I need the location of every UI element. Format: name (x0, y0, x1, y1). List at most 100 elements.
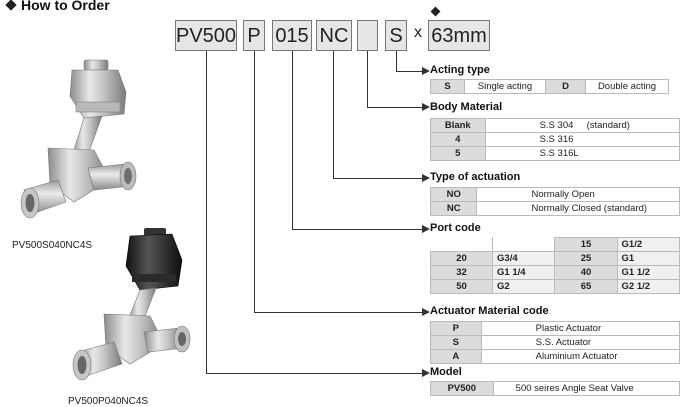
connector-actuator (254, 51, 255, 312)
actuator-material-title: Actuator Material code (430, 305, 549, 317)
table-cell: G1 (616, 251, 680, 266)
table-cell: G2 1/2 (616, 279, 680, 294)
table-row: S S.S. Actuator (430, 335, 680, 350)
times-sign: x (414, 24, 422, 41)
table-cell (429, 237, 494, 252)
table-cell: S (430, 79, 465, 94)
table-row: S Single acting D Double acting (430, 79, 669, 94)
body-material-table: Blank S.S 304 (standard) 4 S.S 316 5 S.S… (430, 118, 680, 161)
table-cell: S.S 316 (484, 132, 680, 147)
table-cell: NC (429, 201, 478, 216)
page-title: How to Order (4, 0, 110, 13)
table-cell: 4 (430, 132, 486, 147)
table-cell: G2 (492, 279, 556, 294)
body-material-title: Body Material (430, 101, 503, 113)
table-cell: PV500 (430, 381, 494, 396)
table-row: 20 G3/4 25 G1 (429, 251, 680, 266)
table-cell: D (545, 79, 586, 94)
code-size-box: 63mm (428, 20, 490, 51)
connector-actuator-h (254, 312, 424, 313)
connector-actuation (333, 51, 334, 178)
table-cell: A (430, 349, 482, 364)
table-cell: 15 (554, 237, 618, 252)
connector-port-h (292, 229, 424, 230)
model-table: PV500 500 seires Angle Seat Valve (430, 381, 680, 396)
caption-top: PV500S040NC4S (12, 240, 93, 251)
table-row: A Aluminium Actuator (430, 349, 680, 364)
valve-plastic-image (72, 228, 191, 381)
arrow-icon (422, 103, 430, 111)
arrow-icon (422, 308, 430, 316)
code-actuator-box: P (243, 20, 265, 51)
table-cell: Blank (430, 118, 486, 133)
arrow-icon (422, 67, 430, 75)
table-row: 5 S.S 316L (430, 146, 680, 161)
table-cell: 32 (429, 265, 494, 280)
code-acting-box: S (385, 20, 407, 51)
table-cell: S.S 304 (standard) (484, 118, 680, 133)
connector-body (367, 51, 368, 107)
port-code-table: 15 G1/2 20 G3/4 25 G1 32 G1 1/4 40 G1 1/… (429, 237, 680, 294)
arrow-icon (422, 225, 430, 233)
connector-model (206, 51, 207, 373)
table-cell: 500 seires Angle Seat Valve (492, 381, 680, 396)
table-cell: G3/4 (492, 251, 556, 266)
code-body-box (357, 20, 378, 51)
actuation-title: Type of actuation (430, 171, 521, 183)
table-cell: 20 (429, 251, 494, 266)
actuator-material-table: P Plastic Actuator S S.S. Actuator A Alu… (430, 321, 680, 364)
connector-body-h (367, 107, 424, 108)
acting-type-title: Acting type (430, 64, 490, 76)
table-cell-text: S.S 304 (539, 120, 574, 131)
table-cell: S (430, 335, 482, 350)
code-port-box: 015 (272, 20, 312, 51)
table-cell: Normally Closed (standard) (476, 201, 680, 216)
table-cell: G1/2 (616, 237, 680, 252)
table-cell: Single acting (464, 79, 546, 94)
code-model-box: PV500 (175, 20, 237, 51)
table-cell (492, 237, 556, 252)
connector-acting (396, 51, 397, 71)
actuation-table: NO Normally Open NC Normally Closed (sta… (429, 187, 680, 216)
diamond-bullet-icon (5, 0, 17, 11)
caption-bottom: PV500P040NC4S (68, 396, 149, 407)
table-cell: Normally Open (476, 187, 680, 202)
table-row: NC Normally Closed (standard) (429, 201, 680, 216)
table-cell: 50 (429, 279, 494, 294)
diamond-marker-icon (430, 6, 441, 17)
valve-stainless-image (20, 59, 137, 219)
table-cell: G1 1/2 (616, 265, 680, 280)
table-row: 4 S.S 316 (430, 132, 680, 147)
table-cell: Plastic Actuator (480, 321, 680, 336)
table-cell: 25 (554, 251, 618, 266)
table-cell: 5 (430, 146, 486, 161)
table-cell: 65 (554, 279, 618, 294)
table-cell: S.S 316L (484, 146, 680, 161)
connector-port (292, 51, 293, 229)
arrow-icon (422, 174, 430, 182)
table-cell-note: (standard) (603, 203, 648, 214)
table-cell: Aluminium Actuator (480, 349, 680, 364)
connector-acting-h (396, 71, 424, 72)
table-cell: S.S. Actuator (480, 335, 680, 350)
arrow-icon (422, 369, 430, 377)
acting-type-table: S Single acting D Double acting (430, 79, 669, 94)
model-title: Model (430, 366, 462, 378)
port-code-title: Port code (430, 222, 481, 234)
table-cell: 40 (554, 265, 618, 280)
page-title-text: How to Order (21, 0, 110, 13)
connector-model-h (206, 373, 424, 374)
table-cell-text: Normally Closed (531, 203, 602, 214)
table-cell: G1 1/4 (492, 265, 556, 280)
table-cell: P (430, 321, 482, 336)
table-row: Blank S.S 304 (standard) (430, 118, 680, 133)
table-row: 50 G2 65 G2 1/2 (429, 279, 680, 294)
code-actuation-box: NC (316, 20, 352, 51)
table-cell-note: (standard) (586, 120, 630, 131)
table-cell: Double acting (585, 79, 669, 94)
table-row: PV500 500 seires Angle Seat Valve (430, 381, 680, 396)
table-cell: NO (429, 187, 478, 202)
table-row: 32 G1 1/4 40 G1 1/2 (429, 265, 680, 280)
table-row: P Plastic Actuator (430, 321, 680, 336)
connector-actuation-h (333, 178, 424, 179)
